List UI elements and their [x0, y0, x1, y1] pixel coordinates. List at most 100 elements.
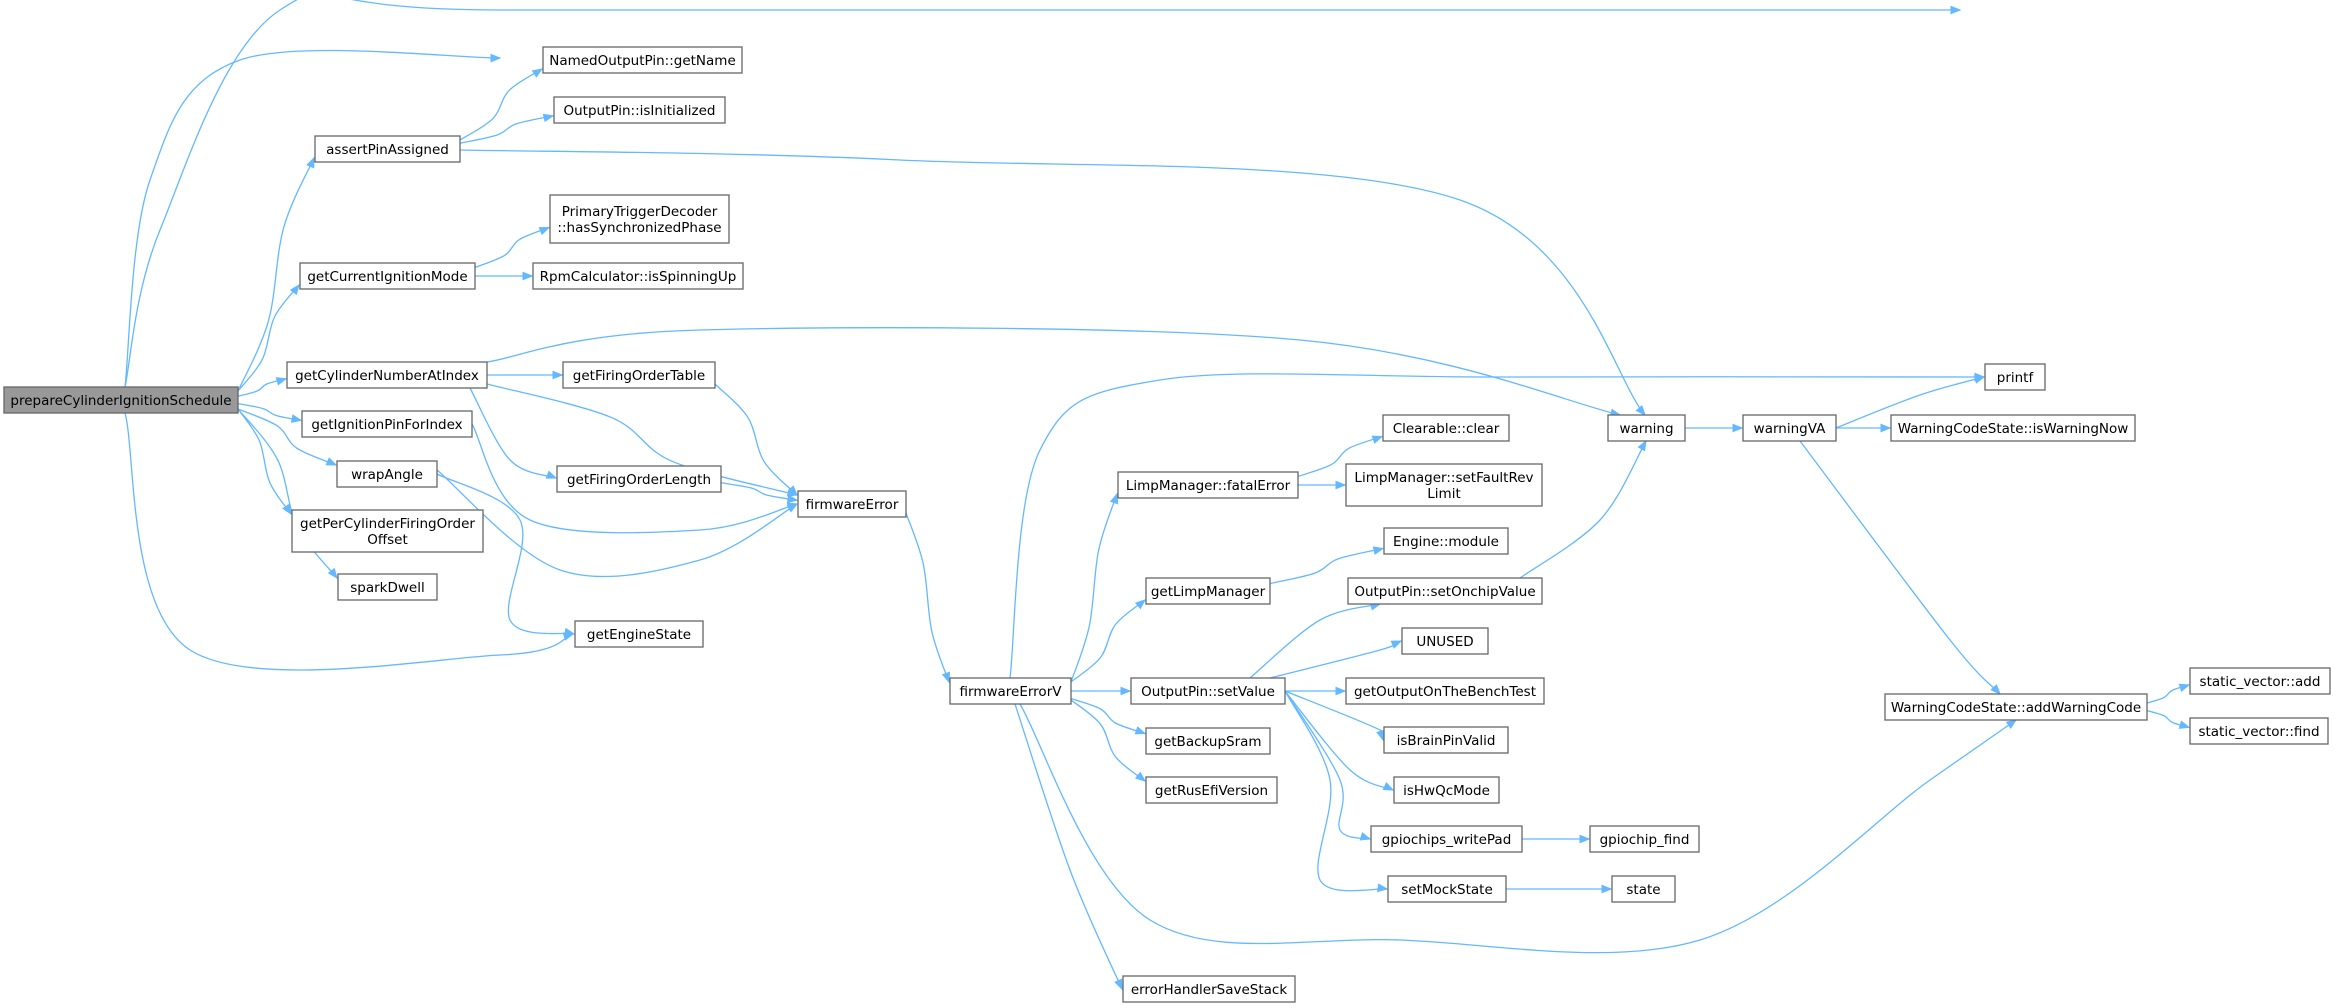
- arrow-head-icon: [1120, 686, 1132, 696]
- node-label: getLimpManager: [1151, 584, 1266, 600]
- edge-limp-manager-fatal-error-to-limp-manager-set-fault-rev-limit: [1298, 480, 1347, 490]
- node-output-pin-set-value[interactable]: OutputPin::setValue: [1130, 677, 1286, 705]
- edge-firmware-error-v-to-warning-code-state-add-warning-code: [1019, 703, 2018, 954]
- node-firmware-error-v[interactable]: firmwareErrorV: [949, 677, 1072, 705]
- node-error-handler-save-stack[interactable]: errorHandlerSaveStack: [1122, 975, 1296, 1003]
- arrow-head-icon: [542, 113, 555, 123]
- arrow-head-icon: [490, 53, 502, 63]
- arrow-head-icon: [1134, 726, 1147, 735]
- edge-line: [1070, 599, 1146, 683]
- node-label: PrimaryTriggerDecoder: [562, 204, 718, 220]
- node-label: getOutputOnTheBenchTest: [1354, 684, 1536, 700]
- node-warning[interactable]: warning: [1607, 414, 1686, 442]
- edge-prepare-cylinder-ignition-schedule-to-named-output-pin-get-name: [124, 49, 502, 388]
- node-label: OutputPin::setValue: [1141, 684, 1275, 700]
- edge-line: [237, 408, 338, 579]
- node-spark-dwell[interactable]: sparkDwell: [337, 573, 438, 601]
- node-state[interactable]: state: [1611, 875, 1676, 903]
- node-label: static_vector::find: [2198, 724, 2319, 740]
- node-label: errorHandlerSaveStack: [1131, 982, 1288, 998]
- edge-limp-manager-fatal-error-to-clearable-clear: [1297, 435, 1384, 478]
- edge-line: [1284, 690, 1371, 840]
- edge-get-current-ignition-mode-to-rpm-calculator-is-spinning-up: [475, 271, 534, 281]
- node-label: getPerCylinderFiringOrder: [300, 516, 475, 532]
- node-label: LimpManager::fatalError: [1126, 478, 1291, 494]
- edge-line: [474, 226, 550, 269]
- node-box: [291, 509, 484, 553]
- node-label: getRusEfiVersion: [1155, 783, 1268, 799]
- node-rpm-calculator-is-spinning-up[interactable]: RpmCalculator::isSpinningUp: [532, 262, 744, 290]
- node-prepare-cylinder-ignition-schedule[interactable]: prepareCylinderIgnitionSchedule: [3, 386, 239, 414]
- edge-get-current-ignition-mode-to-primary-trigger-decoder-has-synchronized-phase: [474, 226, 551, 269]
- edge-wrap-angle-to-firmware-error: [436, 469, 799, 578]
- arrow-head-icon: [1637, 439, 1647, 452]
- node-label: Clearable::clear: [1393, 421, 1500, 437]
- node-limp-manager-fatal-error[interactable]: LimpManager::fatalError: [1117, 471, 1299, 499]
- node-box: [337, 573, 438, 601]
- edge-line: [1249, 603, 1381, 679]
- edge-line: [1835, 376, 1985, 429]
- node-label: Engine::module: [1393, 534, 1499, 550]
- edge-line: [471, 423, 798, 534]
- node-get-limp-manager[interactable]: getLimpManager: [1145, 577, 1271, 605]
- edge-get-firing-order-table-to-firmware-error: [714, 383, 798, 496]
- arrow-head-icon: [1134, 771, 1147, 782]
- node-label: getBackupSram: [1154, 734, 1261, 750]
- node-firmware-error[interactable]: firmwareError: [797, 490, 907, 518]
- node-get-current-ignition-mode[interactable]: getCurrentIgnitionMode: [299, 262, 476, 290]
- node-static-vector-add[interactable]: static_vector::add: [2189, 667, 2331, 695]
- node-is-hw-qc-mode[interactable]: isHwQcMode: [1393, 776, 1500, 804]
- node-warning-code-state-add-warning-code[interactable]: WarningCodeState::addWarningCode: [1884, 693, 2148, 721]
- node-get-engine-state[interactable]: getEngineState: [574, 620, 704, 648]
- node-warning-code-state-is-warning-now[interactable]: WarningCodeState::isWarningNow: [1890, 414, 2136, 442]
- edge-line: [1799, 440, 2001, 695]
- arrow-head-icon: [1950, 5, 1962, 15]
- node-warning-va[interactable]: warningVA: [1742, 414, 1837, 442]
- node-set-mock-state[interactable]: setMockState: [1387, 875, 1507, 903]
- node-label: Limit: [1427, 486, 1460, 502]
- node-gpiochips-write-pad[interactable]: gpiochips_writePad: [1370, 825, 1523, 853]
- node-get-cylinder-number-at-index[interactable]: getCylinderNumberAtIndex: [286, 361, 488, 389]
- node-label: gpiochip_find: [1600, 832, 1690, 848]
- node-assert-pin-assigned[interactable]: assertPinAssigned: [314, 135, 461, 163]
- edge-prepare-cylinder-ignition-schedule-to-get-ignition-pin-for-index: [237, 402, 303, 423]
- node-get-output-on-the-bench-test[interactable]: getOutputOnTheBenchTest: [1345, 677, 1545, 705]
- node-static-vector-find[interactable]: static_vector::find: [2189, 717, 2329, 745]
- node-wrap-angle[interactable]: wrapAngle: [336, 460, 438, 488]
- node-box: [1345, 463, 1543, 507]
- node-output-pin-set-onchip-value[interactable]: OutputPin::setOnchipValue: [1347, 577, 1543, 605]
- edges-layer: [124, 0, 2191, 991]
- node-named-output-pin-get-name[interactable]: NamedOutputPin::getName: [542, 46, 743, 74]
- node-box: [1890, 414, 2136, 442]
- node-label: UNUSED: [1416, 634, 1473, 650]
- edge-line: [469, 387, 557, 479]
- node-label: getFiringOrderLength: [567, 472, 711, 488]
- node-box: [1393, 776, 1500, 804]
- node-box: [3, 386, 239, 414]
- node-is-brain-pin-valid[interactable]: isBrainPinValid: [1383, 726, 1509, 754]
- node-label: OutputPin::isInitialized: [564, 103, 716, 119]
- node-get-ignition-pin-for-index[interactable]: getIgnitionPinForIndex: [301, 410, 473, 438]
- arrow-head-icon: [325, 457, 338, 466]
- node-get-firing-order-length[interactable]: getFiringOrderLength: [556, 465, 722, 493]
- node-box: [574, 620, 704, 648]
- node-printf[interactable]: printf: [1984, 363, 2046, 391]
- node-get-rus-efi-version[interactable]: getRusEfiVersion: [1145, 776, 1278, 804]
- node-box: [1884, 693, 2148, 721]
- edge-get-firing-order-length-to-firmware-error: [720, 482, 799, 503]
- arrow-head-icon: [1635, 404, 1646, 417]
- node-box: [1145, 727, 1271, 755]
- node-engine-module[interactable]: Engine::module: [1383, 527, 1509, 555]
- node-unused[interactable]: UNUSED: [1401, 627, 1489, 655]
- node-label: OutputPin::setOnchipValue: [1354, 584, 1535, 600]
- node-output-pin-is-initialized[interactable]: OutputPin::isInitialized: [553, 96, 726, 124]
- node-get-backup-sram[interactable]: getBackupSram: [1145, 727, 1271, 755]
- node-clearable-clear[interactable]: Clearable::clear: [1382, 414, 1510, 442]
- node-gpiochip-find[interactable]: gpiochip_find: [1589, 825, 1700, 853]
- node-primary-trigger-decoder-has-synchronized-phase[interactable]: PrimaryTriggerDecoder::hasSynchronizedPh…: [549, 194, 730, 244]
- edge-line: [1284, 690, 1388, 892]
- node-get-firing-order-table[interactable]: getFiringOrderTable: [562, 361, 716, 389]
- node-box: [1130, 677, 1286, 705]
